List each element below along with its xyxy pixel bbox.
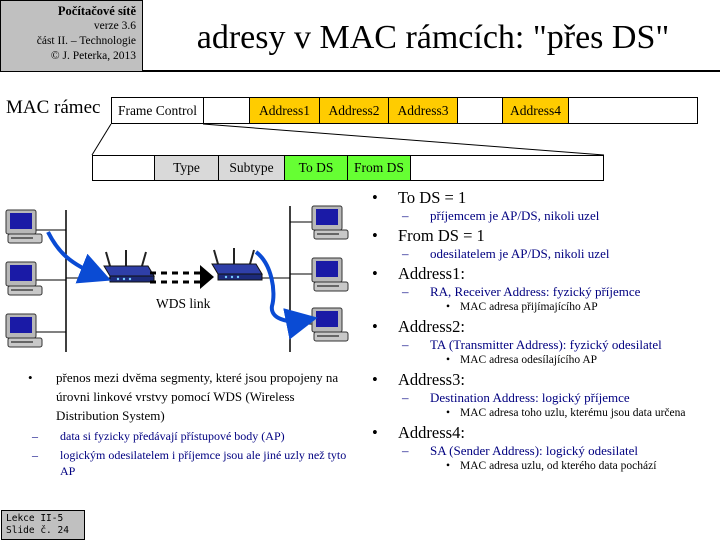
slide-number: Slide č. 24 bbox=[6, 525, 69, 536]
subfield-subtype: Subtype bbox=[219, 156, 285, 180]
frame-field-payload bbox=[569, 98, 697, 123]
frame-field-address4: Address4 bbox=[503, 98, 569, 123]
bullet-address3: •Address3: bbox=[372, 370, 465, 389]
course-part: část II. – Technologie bbox=[36, 35, 136, 47]
lesson-number: Lekce II-5 bbox=[6, 513, 64, 524]
arrow-icon bbox=[254, 250, 318, 340]
frame-field-empty bbox=[458, 98, 503, 123]
sub-sub-bullet: •MAC adresa odesílajícího AP bbox=[446, 354, 598, 366]
sub-bullet: –Destination Address: logický příjemce bbox=[402, 390, 630, 405]
frame-field-address1: Address1 bbox=[250, 98, 320, 123]
sub-sub-bullet: •MAC adresa přijímajícího AP bbox=[446, 301, 598, 313]
bullet-to-ds: •To DS = 1 bbox=[372, 188, 467, 207]
mac-frame-fields: Frame Control Address1 Address2 Address3… bbox=[111, 97, 698, 124]
computer-icon bbox=[5, 313, 43, 348]
sub-bullet: –SA (Sender Address): logický odesilatel bbox=[402, 443, 638, 458]
left-bullet-list: přenos mezi dvěma segmenty, které jsou p… bbox=[28, 368, 348, 479]
bullet-from-ds: •From DS = 1 bbox=[372, 226, 485, 245]
sub-bullet: –TA (Transmitter Address): fyzický odesi… bbox=[402, 337, 662, 352]
computer-icon bbox=[5, 209, 43, 244]
computer-icon bbox=[311, 205, 349, 240]
sub-bullet: –data si fyzicky předávají přístupové bo… bbox=[32, 429, 285, 443]
slide-footer: Lekce II-5 Slide č. 24 bbox=[1, 510, 85, 540]
frame-control-subfields: Type Subtype To DS From DS bbox=[92, 155, 604, 181]
computer-icon bbox=[311, 257, 349, 292]
course-name: Počítačové sítě bbox=[57, 4, 136, 18]
course-info-box: Počítačové sítě verze 3.6 část II. – Tec… bbox=[0, 0, 143, 72]
wds-network-diagram bbox=[5, 205, 349, 352]
wds-link-label: WDS link bbox=[156, 296, 211, 311]
frame-field-empty bbox=[204, 98, 250, 123]
sub-bullet: –odesilatelem je AP/DS, nikoli uzel bbox=[402, 246, 610, 261]
subfield-from-ds: From DS bbox=[348, 156, 411, 180]
frame-field-address3: Address3 bbox=[389, 98, 458, 123]
course-copyright: © J. Peterka, 2013 bbox=[50, 50, 136, 62]
wireless-router-icon bbox=[103, 249, 155, 283]
wireless-router-icon bbox=[211, 247, 263, 281]
sub-sub-bullet: •MAC adresa toho uzlu, kterému jsou data… bbox=[446, 407, 686, 419]
frame-field-frame-control: Frame Control bbox=[112, 98, 204, 123]
bullet-address1: •Address1: bbox=[372, 264, 465, 283]
computer-icon bbox=[311, 307, 349, 342]
frame-field-address2: Address2 bbox=[320, 98, 389, 123]
bullet-address4: •Address4: bbox=[372, 423, 465, 442]
slide-title: adresy v MAC rámcích: "přes DS" bbox=[196, 19, 670, 56]
subfield-rest bbox=[411, 156, 603, 180]
sub-bullet: –RA, Receiver Address: fyzický příjemce bbox=[402, 284, 641, 299]
sub-bullet: –příjemcem je AP/DS, nikoli uzel bbox=[402, 208, 600, 223]
sub-sub-bullet: •MAC adresa uzlu, od kterého data pocház… bbox=[446, 460, 657, 472]
computer-icon bbox=[5, 261, 43, 296]
subfield-empty bbox=[93, 156, 155, 180]
course-version: verze 3.6 bbox=[93, 20, 136, 32]
arrow-icon bbox=[46, 231, 112, 284]
bullet-address2: •Address2: bbox=[372, 317, 465, 336]
title-divider bbox=[143, 70, 720, 72]
bullet-transfer: přenos mezi dvěma segmenty, které jsou p… bbox=[28, 368, 348, 425]
right-bullet-list: •To DS = 1 –příjemcem je AP/DS, nikoli u… bbox=[372, 187, 717, 475]
subfield-type: Type bbox=[155, 156, 219, 180]
sub-bullet: –logickým odesilatelem i příjemce jsou a… bbox=[32, 448, 347, 478]
mac-frame-label: MAC rámec bbox=[6, 97, 101, 118]
subfield-to-ds: To DS bbox=[285, 156, 348, 180]
